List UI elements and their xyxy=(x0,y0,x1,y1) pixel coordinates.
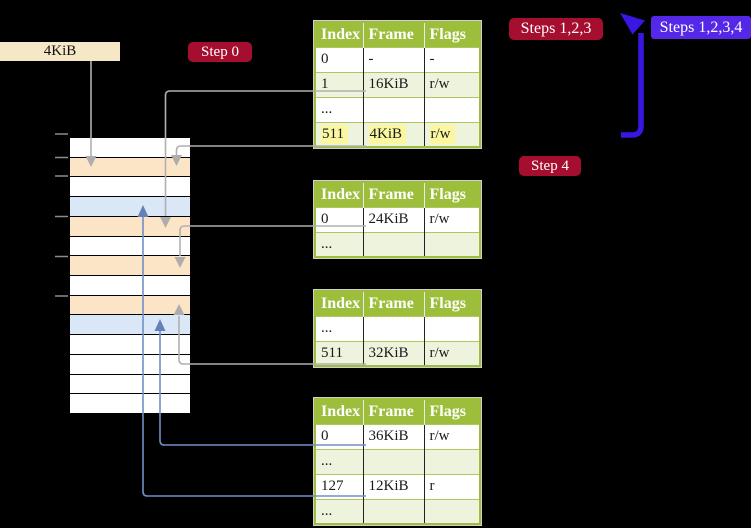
table-cell: 16KiB xyxy=(362,71,424,97)
table-row: ... xyxy=(315,315,480,341)
steps-loop-arrow xyxy=(620,13,645,138)
memory-row-white xyxy=(70,374,190,394)
table-cell: 0 xyxy=(315,206,363,232)
table-cell: r/w xyxy=(423,71,480,97)
memory-row-orange xyxy=(70,295,190,315)
column-header: Index xyxy=(315,22,364,47)
table-cell xyxy=(423,96,480,122)
column-header: Index xyxy=(315,182,364,207)
column-header: Flags xyxy=(424,182,480,207)
memory-row-blue xyxy=(70,197,190,216)
column-header: Frame xyxy=(363,291,425,316)
table-cell: 4KiB xyxy=(362,121,424,147)
address-tick-marks xyxy=(55,133,68,297)
column-header: Flags xyxy=(424,399,480,424)
table-row: 511 4KiB r/w xyxy=(315,121,480,147)
steps-123-badge: Steps 1,2,3 xyxy=(509,18,603,40)
table-cell: ... xyxy=(315,315,363,341)
memory-row-white xyxy=(70,275,190,295)
steps-1234-badge: Steps 1,2,3,4 xyxy=(651,16,751,39)
table-cell: ... xyxy=(315,96,363,122)
column-header: Frame xyxy=(363,399,425,424)
table-row: ... xyxy=(315,96,480,122)
table-cell xyxy=(423,231,480,257)
memory-row-white xyxy=(70,354,190,374)
memory-row-white xyxy=(70,236,190,256)
table-cell xyxy=(423,315,480,341)
memory-row-orange xyxy=(70,157,190,177)
table-cell: 0 xyxy=(315,46,363,72)
arrowhead-up-left-icon xyxy=(620,13,645,35)
table-cell: r/w xyxy=(423,423,480,449)
memory-row-orange xyxy=(70,256,190,275)
table-cell: r/w xyxy=(423,121,480,147)
page-size-label: 4KiB xyxy=(0,42,120,61)
table-cell: 0 xyxy=(315,423,363,449)
table-cell: ... xyxy=(315,231,363,257)
step-0-badge: Step 0 xyxy=(188,42,252,62)
table-cell: - xyxy=(362,46,424,72)
highlighted-value: 511 xyxy=(321,124,348,144)
table-cell xyxy=(423,448,480,474)
table-cell xyxy=(362,498,424,524)
table-cell: ... xyxy=(315,498,363,524)
memory-row-white xyxy=(70,335,190,354)
column-header: Frame xyxy=(363,22,425,47)
table-cell xyxy=(362,315,424,341)
table-cell xyxy=(362,96,424,122)
table-cell xyxy=(423,498,480,524)
column-header: Index xyxy=(315,291,364,316)
memory-column xyxy=(70,138,190,413)
table-row: 0-- xyxy=(315,46,480,72)
column-header: Flags xyxy=(424,291,480,316)
table-row: ... xyxy=(315,448,480,474)
column-header: Flags xyxy=(424,22,480,47)
step-4-badge: Step 4 xyxy=(519,156,581,176)
table-cell xyxy=(362,448,424,474)
memory-row-orange xyxy=(70,216,190,236)
table-cell: 32KiB xyxy=(362,340,424,366)
memory-row-white xyxy=(70,138,190,157)
table-row: ... xyxy=(315,231,480,257)
table-cell: 36KiB xyxy=(362,423,424,449)
table-cell: 24KiB xyxy=(362,206,424,232)
table-cell: ... xyxy=(315,448,363,474)
column-header: Frame xyxy=(363,182,425,207)
highlighted-value: r/w xyxy=(429,124,455,144)
table-cell: 127 xyxy=(315,473,363,499)
table-cell: 511 xyxy=(315,121,363,147)
highlighted-value: 4KiB xyxy=(368,124,407,144)
memory-row-blue xyxy=(70,315,190,335)
table-cell: r/w xyxy=(423,340,480,366)
table-cell: 511 xyxy=(315,340,363,366)
table-cell: 1 xyxy=(315,71,363,97)
table-row: ... xyxy=(315,498,480,524)
table-cell xyxy=(362,231,424,257)
column-header: Index xyxy=(315,399,364,424)
table-cell: - xyxy=(423,46,480,72)
table-cell: 12KiB xyxy=(362,473,424,499)
memory-row-white xyxy=(70,177,190,197)
table-cell: r xyxy=(423,473,480,499)
table-cell: r/w xyxy=(423,206,480,232)
memory-row-white xyxy=(70,394,190,413)
